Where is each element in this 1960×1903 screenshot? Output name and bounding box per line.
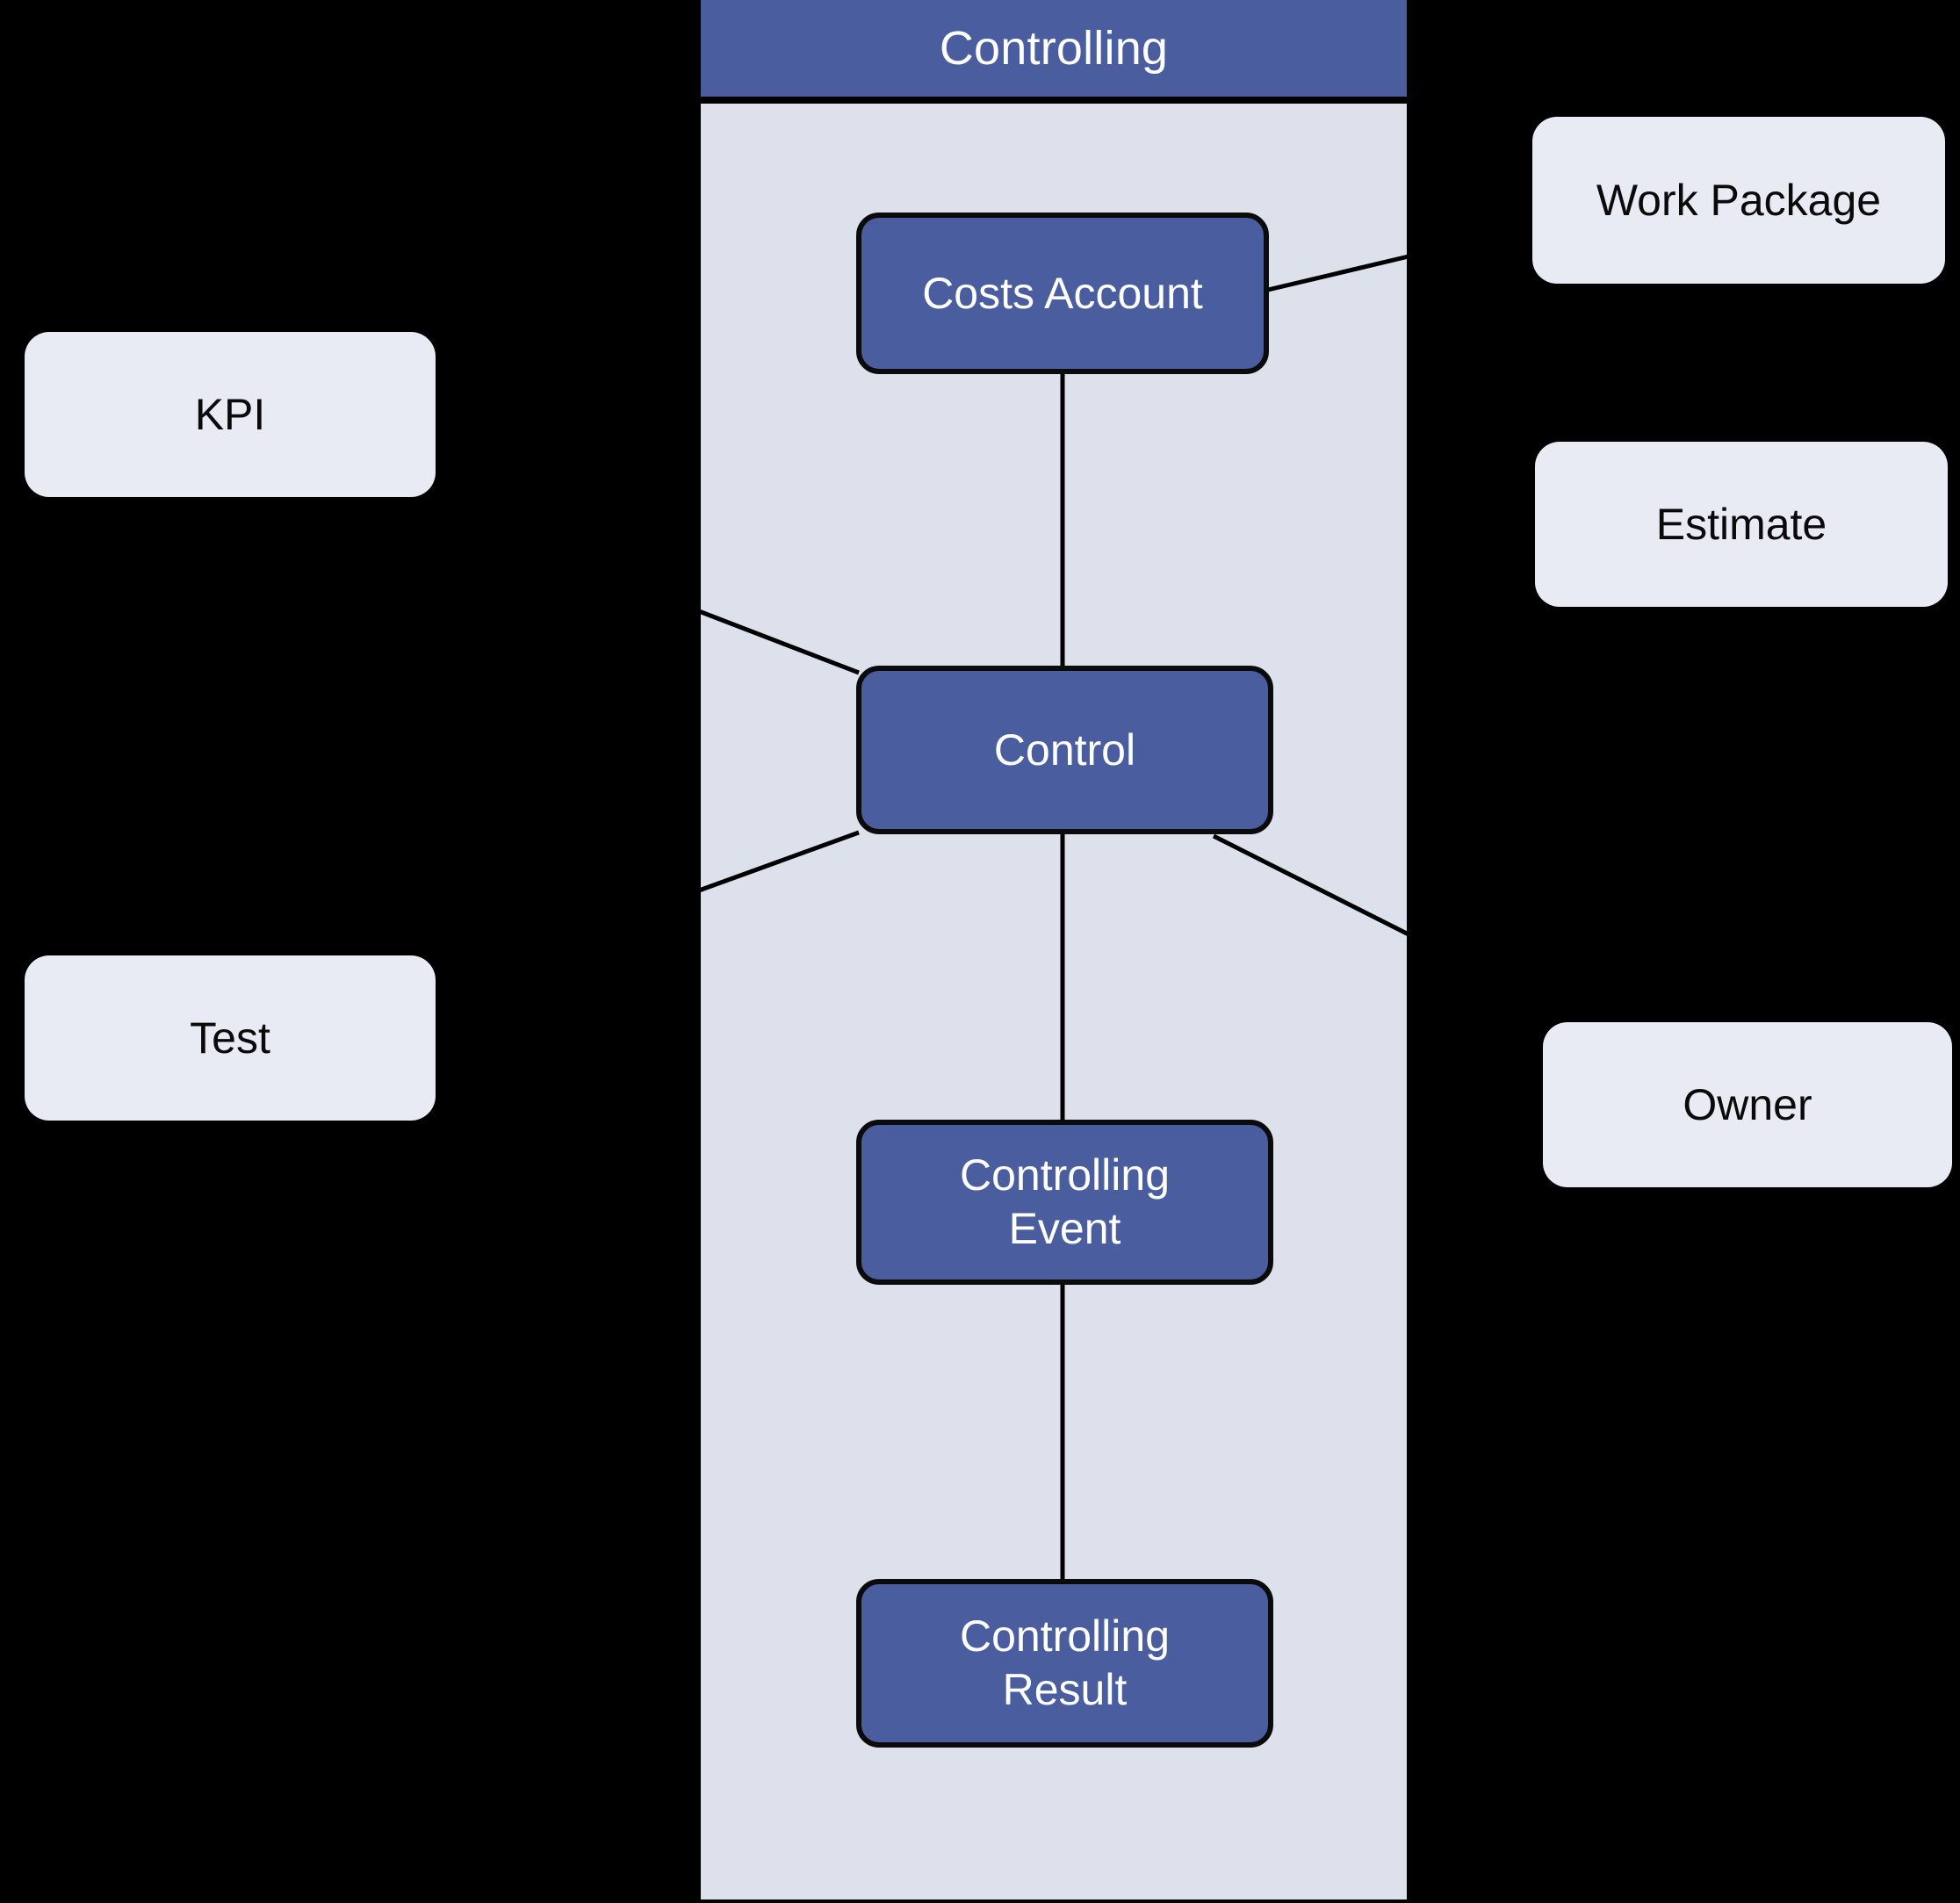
external-box-owner[interactable]: Owner	[1543, 1022, 1952, 1187]
node-controlling-result-label: Controlling Result	[959, 1611, 1170, 1714]
node-control-label: Control	[993, 724, 1136, 775]
external-box-test-label: Test	[190, 1013, 270, 1063]
external-box-test[interactable]: Test	[25, 955, 436, 1121]
external-box-owner-label: Owner	[1683, 1080, 1812, 1129]
node-controlling-result[interactable]: Controlling Result	[856, 1579, 1273, 1748]
external-box-kpi-label: KPI	[194, 390, 266, 439]
node-controlling-event[interactable]: Controlling Event	[856, 1120, 1273, 1285]
node-controlling-event-label: Controlling Event	[959, 1150, 1170, 1253]
external-box-estimate-label: Estimate	[1655, 500, 1827, 549]
external-box-kpi[interactable]: KPI	[25, 332, 436, 497]
external-box-work-package-label: Work Package	[1596, 176, 1882, 225]
pool-title: Controlling	[939, 22, 1169, 75]
node-control[interactable]: Control	[856, 666, 1273, 834]
external-box-work-package[interactable]: Work Package	[1532, 117, 1945, 284]
pool-header: Controlling	[701, 0, 1407, 97]
node-costs-account-label: Costs Account	[922, 268, 1203, 318]
external-box-estimate[interactable]: Estimate	[1535, 442, 1948, 607]
node-costs-account[interactable]: Costs Account	[856, 213, 1269, 374]
